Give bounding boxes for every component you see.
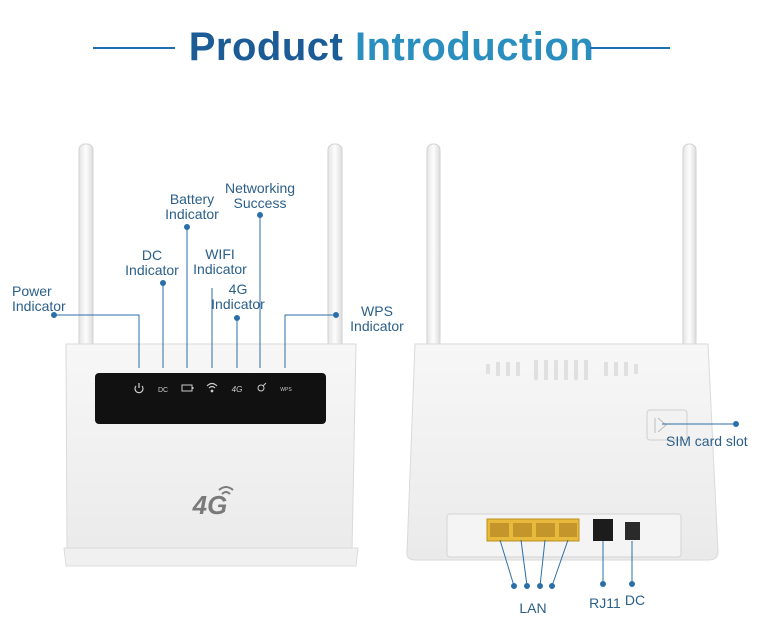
title-banner: Product Introduction: [0, 20, 783, 75]
label-battery-indicator: Battery Indicator: [165, 191, 219, 222]
panel-wps-text: WPS: [280, 387, 292, 393]
lan-ports: [486, 518, 580, 542]
front-antenna-left: [78, 143, 94, 351]
4g-logo: 4G: [192, 490, 228, 520]
rj11-port: [593, 519, 613, 541]
back-router-body: [406, 343, 719, 561]
dc-jack: [625, 522, 640, 540]
vent-slots: [486, 360, 638, 380]
label-wps-indicator: WPS Indicator: [350, 303, 404, 334]
page-title: Product Introduction: [0, 20, 783, 74]
battery-icon: [181, 384, 194, 392]
title-word-product: Product: [188, 25, 344, 69]
label-networking-success: Networking Success: [224, 180, 296, 211]
back-callout-lines: [499, 421, 739, 589]
sim-arrow-icon: [654, 417, 667, 433]
title-word-introduction: Introduction: [354, 25, 595, 69]
label-dc-indicator: DC Indicator: [125, 247, 179, 278]
indicator-panel: [95, 373, 326, 424]
network-icon: [257, 382, 267, 392]
panel-4g-text: 4G: [232, 385, 243, 394]
title-rule-right: [590, 47, 670, 49]
label-wifi-indicator: WIFI Indicator: [193, 246, 247, 277]
panel-dc-text: DC: [158, 387, 168, 394]
title-rule-left: [93, 47, 175, 49]
label-rj11: RJ11: [589, 595, 621, 611]
label-sim-card-slot: SIM card slot: [666, 433, 748, 449]
power-icon: [134, 383, 144, 394]
front-router: DC 4G WPS 4G: [63, 143, 359, 567]
label-lan: LAN: [519, 600, 547, 616]
sim-card-slot: [646, 409, 688, 441]
back-router: [406, 143, 719, 561]
front-antenna-right: [327, 143, 343, 351]
label-4g-indicator: 4G Indicator: [211, 281, 265, 312]
label-dc: DC: [624, 592, 646, 608]
wifi-icon: [206, 382, 218, 393]
label-power-indicator: Power Indicator: [12, 283, 66, 314]
front-callout-lines: [51, 212, 339, 368]
signal-arcs-icon: [218, 486, 234, 495]
